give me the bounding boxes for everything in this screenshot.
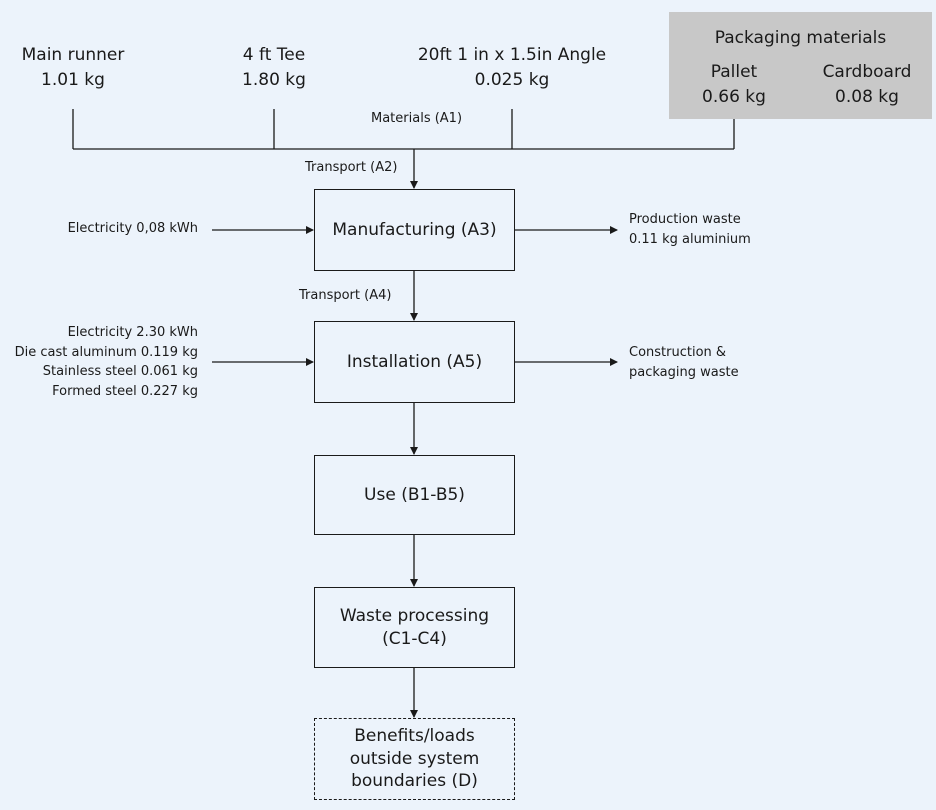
manufacturing-output-label: Production waste 0.11 kg aluminium: [629, 212, 751, 247]
packaging-item-pallet-mass: 0.66 kg: [702, 87, 766, 107]
transport-a2-label: Transport (A2): [305, 160, 398, 175]
transport-a4-label: Transport (A4): [299, 288, 392, 303]
benefits-loads-box: Benefits/loads outside system boundaries…: [314, 718, 515, 800]
manufacturing-box: Manufacturing (A3): [314, 189, 515, 271]
material-mass-tee: 1.80 kg: [242, 70, 306, 90]
packaging-title: Packaging materials: [714, 28, 887, 48]
material-name-main-runner: Main runner: [21, 45, 125, 65]
waste-processing-box: Waste processing (C1-C4): [314, 587, 515, 668]
installation-input-label: Electricity 2.30 kWh Die cast aluminum 0…: [14, 325, 198, 399]
packaging-item-cardboard-name: Cardboard: [822, 62, 912, 82]
installation-box: Installation (A5): [314, 321, 515, 403]
material-name-tee: 4 ft Tee: [242, 45, 306, 65]
packaging-materials-panel: [669, 12, 932, 119]
packaging-item-cardboard-mass: 0.08 kg: [835, 87, 899, 107]
installation-output-label: Construction & packaging waste: [629, 345, 739, 380]
use-box: Use (B1-B5): [314, 455, 515, 535]
packaging-item-pallet-name: Pallet: [710, 62, 758, 82]
material-mass-angle: 0.025 kg: [474, 70, 550, 90]
material-mass-main-runner: 1.01 kg: [41, 70, 105, 90]
material-name-angle: 20ft 1 in x 1.5in Angle: [417, 45, 607, 65]
manufacturing-input-label: Electricity 0,08 kWh: [67, 221, 198, 236]
materials-a1-label: Materials (A1): [371, 111, 463, 126]
